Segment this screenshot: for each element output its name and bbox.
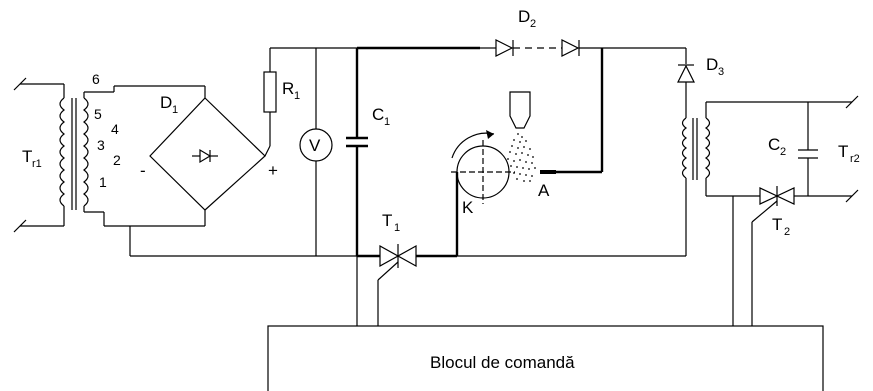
d2-label: D — [518, 7, 530, 26]
terminal-bottom-right — [845, 189, 859, 203]
d3-label: D — [706, 55, 718, 74]
diode-d3 — [677, 48, 695, 118]
tap-4: 4 — [111, 121, 119, 137]
plus-sign: + — [268, 161, 278, 180]
tap-2: 2 — [113, 152, 121, 168]
tr2-subscript: r2 — [850, 153, 860, 165]
r1-label: R — [282, 79, 294, 98]
voltmeter-label: V — [309, 136, 321, 155]
tap-3: 3 — [97, 137, 105, 153]
bridge-rectifier-d1 — [130, 86, 266, 227]
transformer-tr2 — [681, 101, 852, 256]
resistor-r1 — [263, 47, 357, 157]
t2-label: T — [772, 215, 782, 234]
capacitor-c1 — [346, 46, 480, 256]
d1-subscript: 1 — [172, 104, 178, 116]
capacitor-c2 — [798, 102, 818, 196]
triac-t1 — [356, 244, 457, 326]
c2-subscript: 2 — [780, 146, 786, 158]
terminal-top-left — [13, 77, 27, 91]
c1-subscript: 1 — [384, 116, 390, 128]
diode-string-d2 — [480, 39, 686, 57]
anode-line — [540, 48, 604, 174]
d1-label: D — [160, 93, 172, 112]
terminal-top-right — [845, 95, 859, 109]
tap-6: 6 — [92, 71, 100, 87]
c1-label: C — [372, 105, 384, 124]
control-block-label: Blocul de comandă — [430, 353, 575, 372]
d2-subscript: 2 — [530, 18, 536, 30]
minus-sign: - — [140, 161, 146, 180]
control-block: Blocul de comandă — [267, 325, 824, 391]
tr1-subscript: r1 — [32, 158, 42, 170]
c2-label: C — [768, 135, 780, 154]
terminal-bottom-left — [13, 219, 27, 233]
triac-t2 — [732, 186, 808, 326]
t1-subscript: 1 — [394, 222, 400, 234]
tap-5: 5 — [94, 106, 102, 122]
r1-subscript: 1 — [294, 90, 300, 102]
voltmeter — [299, 48, 333, 256]
cathode-workpiece — [451, 130, 515, 256]
tr1-label: T — [22, 147, 32, 166]
d3-subscript: 3 — [718, 66, 724, 78]
transformer-tr1 — [13, 77, 205, 256]
tap-1: 1 — [99, 174, 107, 190]
t1-label: T — [382, 211, 392, 230]
spray-nozzle — [507, 91, 536, 182]
t2-subscript: 2 — [784, 226, 790, 238]
anode-label: A — [538, 181, 550, 200]
cathode-label: K — [462, 198, 474, 217]
tr2-label: T — [838, 142, 848, 161]
